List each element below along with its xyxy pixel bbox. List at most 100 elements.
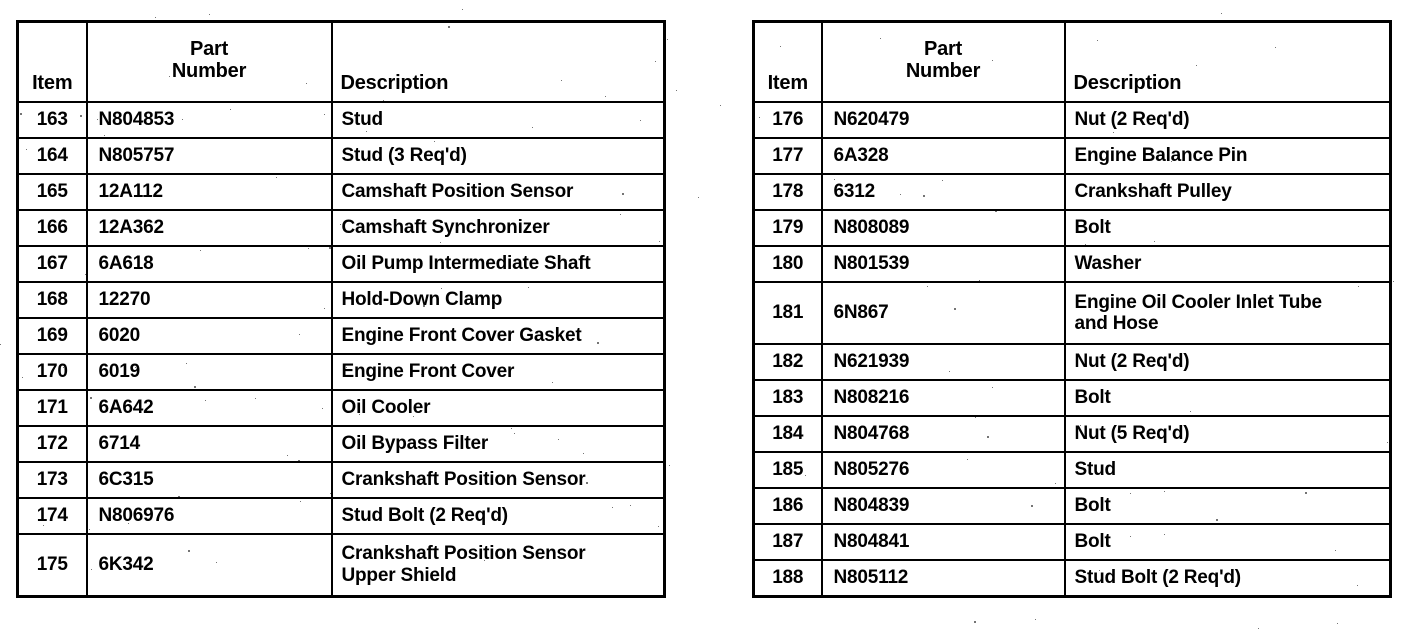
- cell-item: 165: [16, 173, 88, 211]
- scan-speckle: [462, 9, 463, 10]
- description-line-2: and Hose: [1074, 313, 1159, 334]
- cell-part-number: 12270: [85, 281, 333, 319]
- cell-part-number: 6714: [85, 425, 333, 463]
- cell-part-number: N621939: [820, 343, 1066, 381]
- cell-item: 182: [752, 343, 823, 381]
- cell-part-number: N804841: [820, 523, 1066, 561]
- cell-part-number: N804839: [820, 487, 1066, 525]
- cell-item: 173: [16, 461, 88, 499]
- cell-item: 179: [752, 209, 823, 247]
- cell-part-number: 12A112: [85, 173, 333, 211]
- description-line-1: Stud: [341, 109, 384, 131]
- scan-speckle: [0, 344, 1, 345]
- cell-part-number: N620479: [820, 101, 1066, 139]
- cell-item: 178: [752, 173, 823, 211]
- cell-item: 172: [16, 425, 88, 463]
- column-header-description: Description: [330, 20, 666, 103]
- cell-description: Stud Bolt (2 Req'd): [330, 497, 666, 535]
- description-line-1: Stud Bolt (2 Req'd): [1074, 567, 1242, 589]
- scan-speckle: [974, 621, 976, 623]
- cell-part-number: N804768: [820, 415, 1066, 453]
- column-header-part-number: Part Number: [85, 20, 333, 103]
- column-header-part-line2: Number: [171, 60, 247, 82]
- cell-part-number: 6019: [85, 353, 333, 391]
- cell-part-number: N801539: [820, 245, 1066, 283]
- description-line-1: Bolt: [1074, 531, 1111, 553]
- cell-description: Engine Front Cover Gasket: [330, 317, 666, 355]
- description-line-1: Engine Front Cover Gasket: [341, 325, 582, 347]
- cell-description: Engine Front Cover: [330, 353, 666, 391]
- scan-speckle: [1393, 281, 1394, 282]
- cell-description: Crankshaft Position Sensor: [330, 461, 666, 499]
- cell-description: Nut (5 Req'd): [1063, 415, 1392, 453]
- cell-item: 187: [752, 523, 823, 561]
- column-header-part-line1: Part: [189, 38, 229, 61]
- cell-description: Engine Balance Pin: [1063, 137, 1392, 175]
- description-line-1: Crankshaft Position Sensor: [341, 469, 586, 491]
- table-header-right: Item Part Number Description: [752, 20, 1392, 103]
- description-line-2: Upper Shield: [341, 564, 457, 586]
- column-header-part-number: Part Number: [820, 20, 1066, 103]
- description-line-1: Nut (2 Req'd): [1074, 351, 1190, 373]
- scan-speckle: [1258, 628, 1259, 629]
- cell-part-number: N805757: [85, 137, 333, 175]
- cell-description: Bolt: [1063, 379, 1392, 417]
- cell-description: Oil Pump Intermediate Shaft: [330, 245, 666, 283]
- cell-item: 168: [16, 281, 88, 319]
- description-line-1: Washer: [1074, 253, 1142, 275]
- cell-description: Stud Bolt (2 Req'd): [1063, 559, 1392, 597]
- table-header-left: Item Part Number Description: [16, 20, 666, 103]
- description-line-1: Hold-Down Clamp: [341, 289, 503, 311]
- cell-item: 164: [16, 137, 88, 175]
- description-line-1: Nut (5 Req'd): [1074, 423, 1190, 445]
- header-row: Item Part Number Description: [752, 20, 1392, 103]
- column-header-description: Description: [1063, 20, 1392, 103]
- cell-part-number: 6312: [820, 173, 1066, 211]
- description-line-1: Crankshaft Position Sensor: [341, 543, 586, 565]
- description-line-1: Engine Balance Pin: [1074, 145, 1248, 167]
- description-line-1: Camshaft Position Sensor: [341, 181, 574, 203]
- cell-description: Stud (3 Req'd): [330, 137, 666, 175]
- cell-item: 184: [752, 415, 823, 453]
- scan-speckle: [1221, 13, 1222, 14]
- column-header-part-line1: Part: [923, 38, 963, 61]
- scan-speckle: [1337, 623, 1338, 624]
- description-line-1: Bolt: [1074, 217, 1111, 239]
- cell-item: 186: [752, 487, 823, 525]
- cell-description: Stud: [1063, 451, 1392, 489]
- description-line-1: Stud Bolt (2 Req'd): [341, 505, 509, 527]
- description-line-1: Crankshaft Pulley: [1074, 181, 1232, 203]
- cell-item: 167: [16, 245, 88, 283]
- cell-description: Nut (2 Req'd): [1063, 343, 1392, 381]
- cell-description: Camshaft Synchronizer: [330, 209, 666, 247]
- cell-item: 183: [752, 379, 823, 417]
- description-line-1: Bolt: [1074, 387, 1111, 409]
- cell-part-number: N804853: [85, 101, 333, 139]
- cell-part-number: 6N867: [820, 281, 1066, 345]
- cell-item: 174: [16, 497, 88, 535]
- cell-item: 176: [752, 101, 823, 139]
- scan-speckle: [669, 465, 670, 466]
- cell-item: 170: [16, 353, 88, 391]
- cell-description: Bolt: [1063, 523, 1392, 561]
- cell-item: 181: [752, 281, 823, 345]
